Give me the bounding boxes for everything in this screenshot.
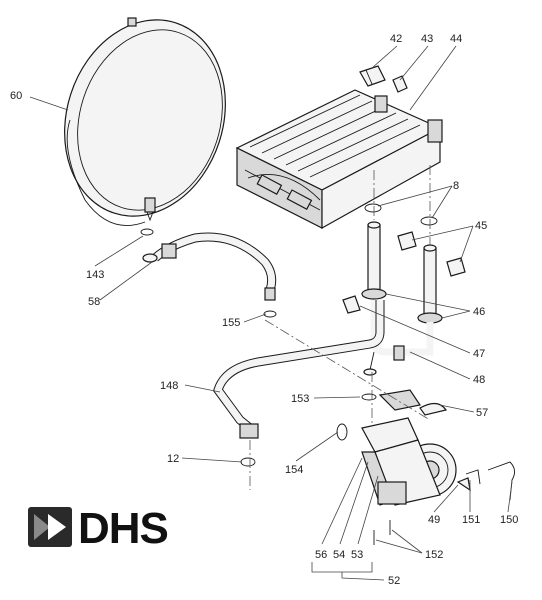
- pipe-part-58[interactable]: [142, 232, 277, 301]
- clip-part-42[interactable]: [359, 65, 386, 87]
- label-53: 53: [351, 549, 363, 561]
- clip-part-150[interactable]: [487, 461, 515, 501]
- label-44: 44: [450, 33, 462, 45]
- seal-part-155[interactable]: [263, 310, 277, 318]
- label-143: 143: [86, 269, 104, 281]
- label-45: 45: [475, 220, 487, 232]
- label-47: 47: [473, 348, 485, 360]
- label-43: 43: [421, 33, 433, 45]
- label-49: 49: [428, 514, 440, 526]
- screw-part-152[interactable]: [373, 520, 391, 545]
- dhs-logo: DHS: [28, 504, 169, 553]
- label-154: 154: [285, 464, 303, 476]
- label-48: 48: [473, 374, 485, 386]
- label-150: 150: [500, 514, 518, 526]
- seal-part-12[interactable]: [240, 457, 256, 467]
- label-8: 8: [453, 180, 459, 192]
- label-155: 155: [222, 317, 240, 329]
- label-58: 58: [88, 296, 100, 308]
- label-46: 46: [473, 306, 485, 318]
- seal-part-143[interactable]: [140, 228, 154, 236]
- label-152: 152: [425, 549, 443, 561]
- seal-part-154[interactable]: [336, 423, 348, 441]
- label-56: 56: [315, 549, 327, 561]
- clip-part-57[interactable]: [419, 402, 447, 416]
- label-52: 52: [388, 575, 400, 587]
- label-54: 54: [333, 549, 345, 561]
- label-60: 60: [10, 90, 22, 102]
- seal-part-153[interactable]: [361, 393, 377, 401]
- logo-text: DHS: [78, 504, 168, 553]
- leader-lines: [29, 45, 513, 581]
- label-148: 148: [160, 380, 178, 392]
- pipe-part-46[interactable]: [361, 221, 443, 324]
- double-arrow-icon: [28, 507, 72, 547]
- expansion-vessel-part-60[interactable]: [40, 0, 250, 237]
- heat-exchanger-part-44[interactable]: [235, 89, 443, 230]
- label-42: 42: [390, 33, 402, 45]
- pump-part-52[interactable]: [361, 389, 457, 506]
- label-153: 153: [291, 393, 309, 405]
- label-151: 151: [462, 514, 480, 526]
- pipe-part-148[interactable]: [213, 300, 385, 439]
- centre-line: [264, 319, 431, 421]
- clip-part-47[interactable]: [342, 295, 361, 314]
- clip-part-43[interactable]: [392, 75, 408, 93]
- clip-part-49[interactable]: [456, 477, 471, 492]
- clip-part-45[interactable]: [397, 231, 466, 277]
- label-57: 57: [476, 407, 488, 419]
- o-ring-part-8[interactable]: [364, 203, 438, 226]
- clip-part-151[interactable]: [465, 469, 481, 485]
- label-12: 12: [167, 453, 179, 465]
